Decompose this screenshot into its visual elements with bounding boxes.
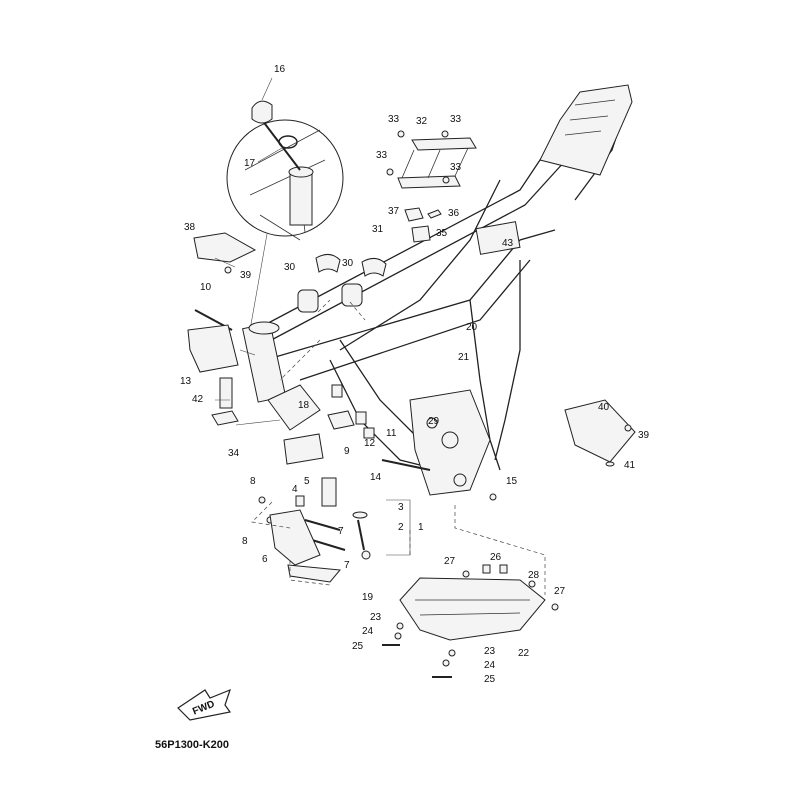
callout-15: 15 xyxy=(506,476,518,487)
callout-2: 2 xyxy=(398,522,404,533)
callout-33: 33 xyxy=(450,114,462,125)
callout-33: 33 xyxy=(450,162,462,173)
callout-20: 20 xyxy=(466,322,478,333)
callout-31: 31 xyxy=(372,224,384,235)
callout-23: 23 xyxy=(370,612,382,623)
callout-29: 29 xyxy=(428,416,440,427)
skid-plate-22 xyxy=(382,564,559,678)
callout-17: 17 xyxy=(244,158,256,169)
callout-19: 19 xyxy=(362,592,374,603)
callout-33: 33 xyxy=(388,114,400,125)
bracket-32 xyxy=(386,130,477,243)
dashed-leaders xyxy=(214,257,546,595)
callout-8: 8 xyxy=(250,476,256,487)
callout-39: 39 xyxy=(638,430,650,441)
callout-38: 38 xyxy=(184,222,196,233)
callout-10: 10 xyxy=(200,282,212,293)
callout-28: 28 xyxy=(528,570,540,581)
callout-12: 12 xyxy=(364,438,376,449)
callout-11: 11 xyxy=(386,428,397,439)
fwd-arrow: FWD xyxy=(177,688,232,721)
callout-25: 25 xyxy=(352,641,364,652)
callout-27: 27 xyxy=(554,586,566,597)
callout-32: 32 xyxy=(416,116,428,127)
rubber-boots xyxy=(297,254,387,313)
callout-8: 8 xyxy=(242,536,248,547)
side-stand-parts xyxy=(258,477,371,583)
callouts: 16 17 38 39 31 30 30 10 13 42 34 33 32 3… xyxy=(180,64,650,685)
callout-37: 37 xyxy=(388,206,400,217)
drawing-code: 56P1300-K200 xyxy=(155,739,229,751)
callout-18: 18 xyxy=(298,400,310,411)
callout-7: 7 xyxy=(338,526,344,537)
callout-30: 30 xyxy=(284,262,296,273)
callout-35: 35 xyxy=(436,228,448,239)
callout-24: 24 xyxy=(484,660,496,671)
callout-26: 26 xyxy=(490,552,502,563)
callout-14: 14 xyxy=(370,472,382,483)
callout-5: 5 xyxy=(304,476,310,487)
side-cover-40 xyxy=(564,399,636,467)
callout-30: 30 xyxy=(342,258,354,269)
callout-40: 40 xyxy=(598,402,610,413)
callout-34: 34 xyxy=(228,448,240,459)
callout-21: 21 xyxy=(458,352,470,363)
main-frame xyxy=(242,84,633,496)
callout-23: 23 xyxy=(484,646,496,657)
callout-36: 36 xyxy=(448,208,460,219)
callout-1: 1 xyxy=(418,522,424,533)
callout-16: 16 xyxy=(274,64,286,75)
callout-41: 41 xyxy=(624,460,636,471)
left-parts xyxy=(187,232,324,465)
detail-circle xyxy=(226,77,344,331)
callout-13: 13 xyxy=(180,376,192,387)
callout-4: 4 xyxy=(292,484,298,495)
callout-25: 25 xyxy=(484,674,496,685)
callout-22: 22 xyxy=(518,648,530,659)
callout-27: 27 xyxy=(444,556,456,567)
callout-39: 39 xyxy=(240,270,252,281)
callout-7: 7 xyxy=(344,560,350,571)
callout-42: 42 xyxy=(192,394,204,405)
callout-43: 43 xyxy=(502,238,514,249)
callout-33: 33 xyxy=(376,150,388,161)
callout-3: 3 xyxy=(398,502,404,513)
callout-6: 6 xyxy=(262,554,268,565)
callout-24: 24 xyxy=(362,626,374,637)
center-parts xyxy=(327,384,497,501)
callout-9: 9 xyxy=(344,446,350,457)
